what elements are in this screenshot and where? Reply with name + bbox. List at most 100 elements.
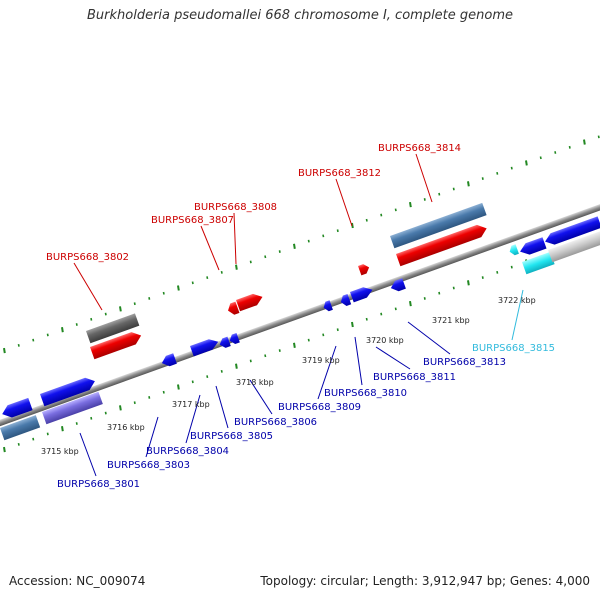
scale-tick [206, 375, 209, 379]
gene-feature [390, 278, 406, 292]
scale-tick [597, 135, 600, 139]
scale-tick [220, 270, 223, 274]
scale-tick [90, 317, 93, 321]
gene-feature [161, 353, 177, 367]
gene-feature [42, 391, 103, 425]
scale-tick [409, 300, 412, 307]
scale-tick [568, 145, 571, 149]
label-connectors [73, 153, 524, 477]
gene-feature [90, 332, 142, 360]
gene-label: BURPS668_3806 [234, 417, 317, 428]
gene-label: BURPS668_3808 [194, 202, 277, 213]
scale-tick [104, 411, 107, 415]
gene-shape [228, 301, 240, 315]
scale-tick [322, 333, 325, 337]
gene-shape [522, 251, 555, 275]
gene-label: BURPS668_3807 [151, 215, 234, 226]
gene-shape [236, 293, 263, 312]
scale-tick [583, 139, 586, 145]
scale-tick [75, 422, 78, 425]
scale-tick [206, 276, 209, 280]
label-connector [185, 394, 201, 444]
scale-tick [75, 323, 78, 326]
scale-tick [423, 297, 426, 300]
scale-tick [380, 312, 383, 316]
scale-tick [510, 166, 513, 170]
scale-tick [162, 291, 165, 295]
gene-feature [390, 202, 487, 249]
scale-tick [438, 291, 441, 295]
scale-tick [322, 234, 325, 238]
scale-tick [162, 390, 165, 394]
scale-tick [423, 198, 426, 201]
gene-shape [161, 353, 177, 367]
gene-label: BURPS668_3801 [57, 479, 140, 490]
gene-shape [86, 313, 140, 344]
label-connector [233, 212, 237, 265]
scale-tick [496, 171, 499, 175]
label-connector [145, 416, 159, 458]
scale-tick [278, 349, 281, 352]
scale-tick [539, 156, 542, 160]
scale-tick [394, 307, 397, 311]
gene-label: BURPS668_3804 [146, 446, 229, 457]
scale-tick [148, 396, 151, 399]
gene-label: BURPS668_3814 [378, 143, 461, 154]
scale-tick [133, 302, 136, 306]
scale-tick [17, 343, 20, 347]
gene-feature [545, 216, 600, 245]
scale-tick [351, 222, 354, 229]
gene-feature [396, 224, 487, 267]
gene-shape [396, 224, 487, 267]
scale-tick [148, 297, 151, 300]
chromosome-backbone [0, 196, 600, 433]
gene-shape [190, 339, 219, 357]
scale-tick [249, 359, 252, 363]
gene-shape [229, 332, 240, 345]
scale-tick [249, 260, 252, 264]
scale-tick [525, 160, 528, 166]
gene-label: BURPS668_3803 [107, 460, 190, 471]
kbp-label: 3718 kbp [236, 378, 274, 387]
scale-tick [177, 285, 180, 291]
scale-tick [467, 181, 470, 187]
label-connector [354, 336, 363, 386]
gene-feature [0, 415, 41, 441]
kbp-label: 3716 kbp [107, 423, 145, 432]
scale-tick [438, 192, 441, 196]
scale-tick [336, 229, 339, 233]
gene-shape [520, 237, 547, 255]
kbp-label: 3715 kbp [41, 447, 79, 456]
accession-text: Accession: NC_009074 [9, 574, 146, 588]
gene-labels: BURPS668_3802BURPS668_3807BURPS668_3808B… [46, 143, 555, 490]
scale-tick [481, 276, 484, 279]
gene-feature [86, 313, 140, 344]
scale-tick [46, 432, 49, 436]
gene-label: BURPS668_3805 [190, 431, 273, 442]
scale-tick [3, 347, 6, 354]
scale-tick [264, 255, 267, 259]
gene-feature [509, 244, 519, 256]
gene-label: BURPS668_3802 [46, 252, 129, 263]
scale-tick [235, 264, 238, 270]
scale-tick [191, 281, 194, 285]
gene-shape [340, 293, 352, 306]
gene-shape [219, 336, 231, 348]
label-connector [511, 289, 524, 341]
gene-feature [520, 237, 547, 255]
gene-shape [548, 231, 600, 263]
scale-tick [191, 380, 194, 384]
label-connector [375, 346, 411, 370]
scale-tick [409, 201, 412, 208]
scale-tick [235, 363, 238, 369]
gene-feature [522, 251, 555, 275]
label-connector [335, 178, 353, 227]
gene-shape [358, 264, 370, 276]
gene-shape [509, 244, 519, 256]
gene-label: BURPS668_3815 [472, 343, 555, 354]
scale-tick [177, 384, 180, 390]
scale-tick [380, 213, 383, 217]
scale-tick [293, 243, 296, 249]
